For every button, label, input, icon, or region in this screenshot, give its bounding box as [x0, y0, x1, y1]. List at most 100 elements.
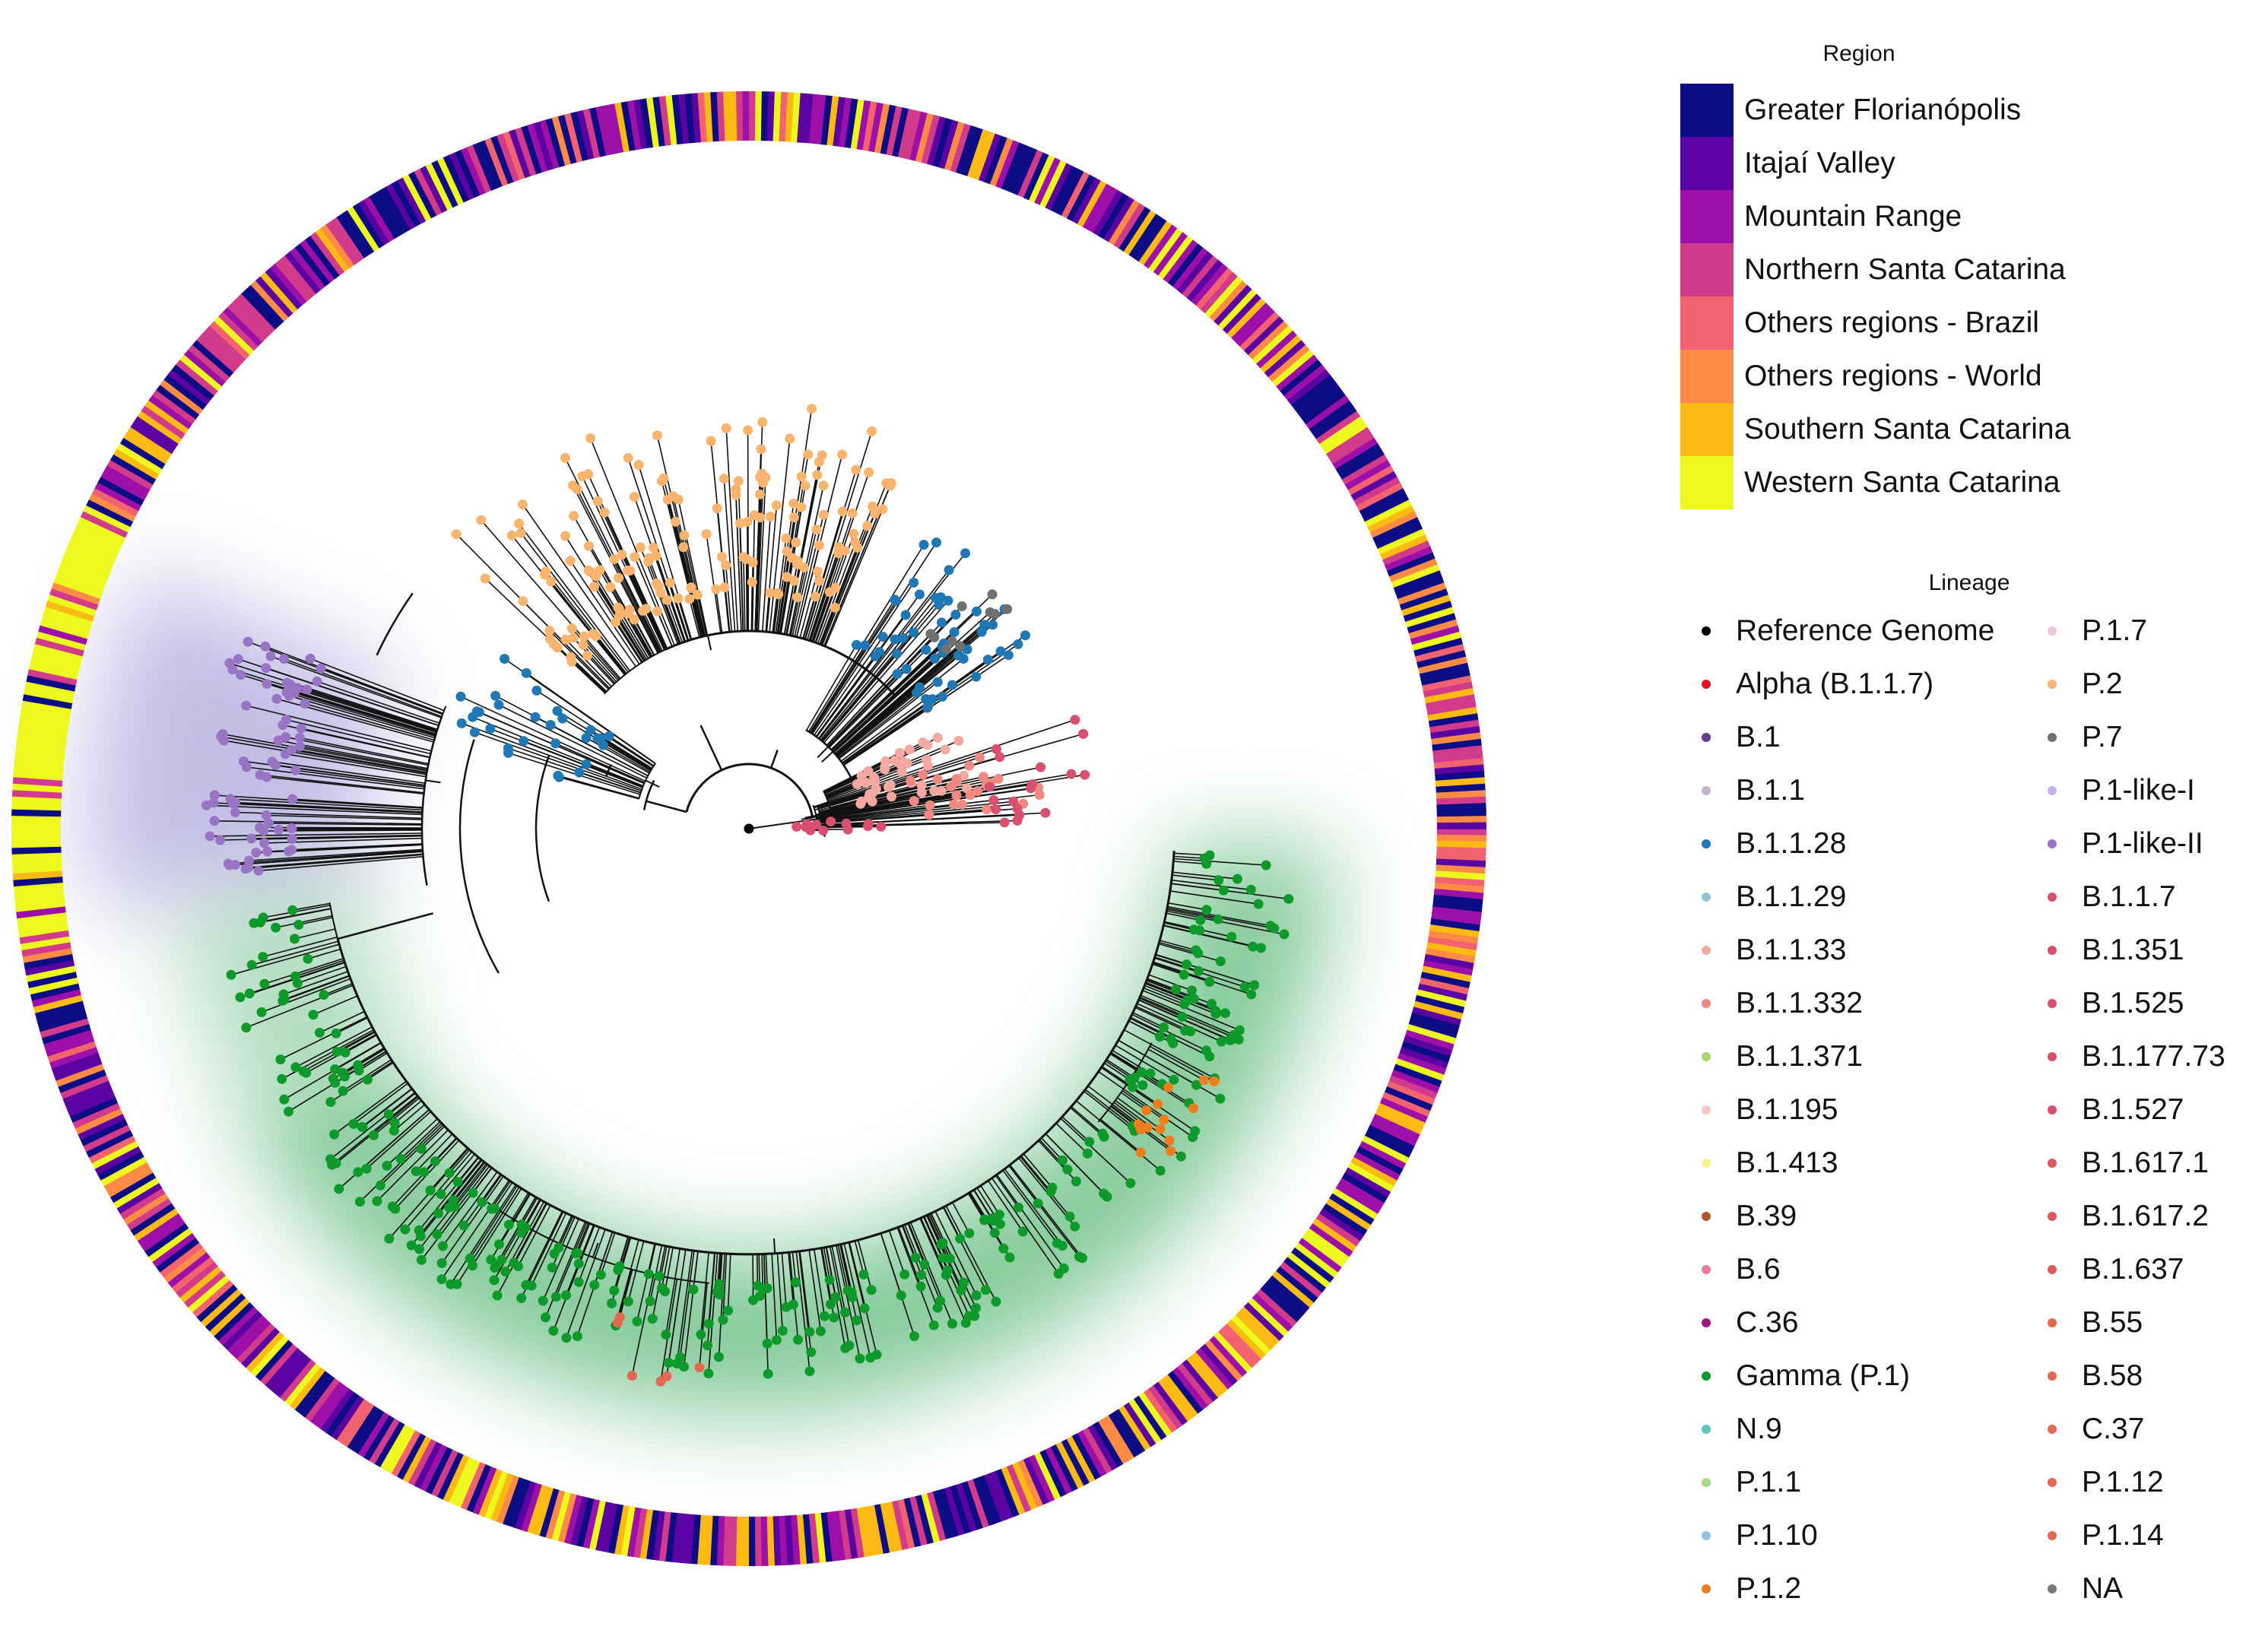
branch: [930, 1213, 965, 1283]
tip-point: [330, 1077, 341, 1088]
branch: [420, 1125, 446, 1149]
branch: [791, 1252, 797, 1283]
region-ring-segment: [1231, 303, 1271, 343]
region-ring-segment: [909, 1496, 928, 1546]
region-ring-segment: [21, 699, 71, 715]
region-ring-segment: [106, 1167, 154, 1197]
region-legend-item: Greater Florianópolis: [1680, 84, 2021, 137]
region-ring-segment: [915, 1495, 934, 1545]
tip-point: [1066, 769, 1077, 779]
tip-point: [869, 772, 880, 783]
branch: [788, 1252, 799, 1340]
tip-point: [1137, 1080, 1148, 1090]
region-ring-segment: [246, 284, 285, 326]
region-ring-segment: [1218, 289, 1258, 331]
region-ring-segment: [24, 680, 75, 698]
lineage-legend-item: B.1.1.29: [1680, 870, 1846, 924]
region-ring-segment: [1410, 1012, 1460, 1033]
branch: [246, 705, 432, 752]
region-ring-segment: [214, 315, 255, 355]
branch: [425, 779, 441, 784]
branch: [270, 655, 442, 718]
region-ring-segment: [639, 1508, 653, 1559]
branch: [840, 1244, 853, 1293]
region-ring-segment: [502, 1476, 525, 1527]
region-ring-segment: [137, 410, 182, 444]
tip-point: [923, 701, 933, 712]
region-ring-segment: [1181, 1359, 1218, 1403]
branch: [206, 804, 423, 816]
tip-point: [375, 1180, 385, 1191]
region-ring-segment: [155, 1237, 200, 1273]
tip-point: [902, 758, 912, 769]
tip-point: [723, 1305, 734, 1316]
tip-point: [302, 684, 312, 695]
tip-point: [1058, 1155, 1067, 1165]
tip-point: [517, 499, 528, 509]
tree-branches: [206, 408, 1289, 1382]
branch: [335, 1042, 382, 1070]
lineage-label: C.36: [1736, 1306, 1799, 1339]
region-ring-segment: [850, 1508, 864, 1558]
branch: [725, 565, 733, 633]
tip-point: [589, 582, 599, 592]
region-ring-segment: [521, 125, 543, 175]
branch: [840, 698, 927, 762]
region-ring-segment: [1103, 196, 1135, 243]
lineage-label: B.6: [1736, 1253, 1781, 1286]
branch: [442, 1172, 498, 1247]
branch: [565, 639, 612, 687]
region-ring-segment: [1344, 1167, 1391, 1198]
region-legend-item: Mountain Range: [1680, 190, 1962, 243]
tip-point: [1179, 999, 1190, 1010]
tip-point: [287, 834, 297, 844]
region-ring-segment: [937, 1488, 959, 1538]
region-ring-segment: [808, 94, 820, 144]
region-ring-segment: [539, 119, 560, 170]
lineage-legend-item: B.1.1.371: [1680, 1030, 1863, 1083]
tip-point: [233, 654, 243, 664]
branch: [615, 1239, 639, 1326]
tip-point: [921, 645, 931, 655]
region-ring-segment: [832, 1511, 845, 1561]
branch: [557, 775, 639, 799]
region-ring-segment: [1204, 276, 1243, 318]
region-ring-segment: [1436, 796, 1486, 806]
region-ring-segment: [1369, 1119, 1418, 1147]
tip-point: [554, 1242, 564, 1253]
tip-point: [717, 552, 727, 563]
region-ring-segment: [1017, 150, 1044, 198]
tip-point: [1204, 977, 1215, 987]
branch: [791, 529, 817, 636]
branch-arc: [420, 716, 443, 886]
lineage-label: B.1.1.28: [1736, 827, 1847, 860]
branch: [230, 798, 423, 811]
region-ring-segment: [989, 138, 1014, 187]
lineage-dot: [2048, 786, 2057, 795]
tip-point: [1003, 650, 1014, 661]
tip-point: [1191, 1080, 1202, 1090]
region-ring-segment: [1093, 190, 1124, 236]
region-ring-segment: [148, 1227, 192, 1263]
branch: [441, 1175, 504, 1264]
branch: [814, 748, 997, 809]
region-ring-segment: [363, 1415, 395, 1461]
tip-point: [855, 1353, 865, 1364]
tip-point: [1027, 779, 1037, 790]
tip-point: [765, 511, 776, 522]
tip-point: [209, 790, 220, 801]
tip-point: [287, 745, 297, 755]
region-ring-segment: [533, 121, 554, 171]
tip-point: [896, 767, 907, 778]
region-ring-segment: [1429, 924, 1480, 939]
tip-point: [1135, 1147, 1146, 1158]
branch: [1139, 997, 1183, 1018]
branch: [802, 580, 820, 639]
tip-point: [1084, 1137, 1095, 1147]
region-ring-segment: [391, 180, 421, 227]
region-ring-segment: [103, 465, 151, 496]
branch: [434, 1137, 458, 1162]
tip-point: [1234, 1025, 1245, 1035]
tip-point: [614, 1312, 625, 1323]
region-ring-segment: [1404, 1029, 1454, 1051]
